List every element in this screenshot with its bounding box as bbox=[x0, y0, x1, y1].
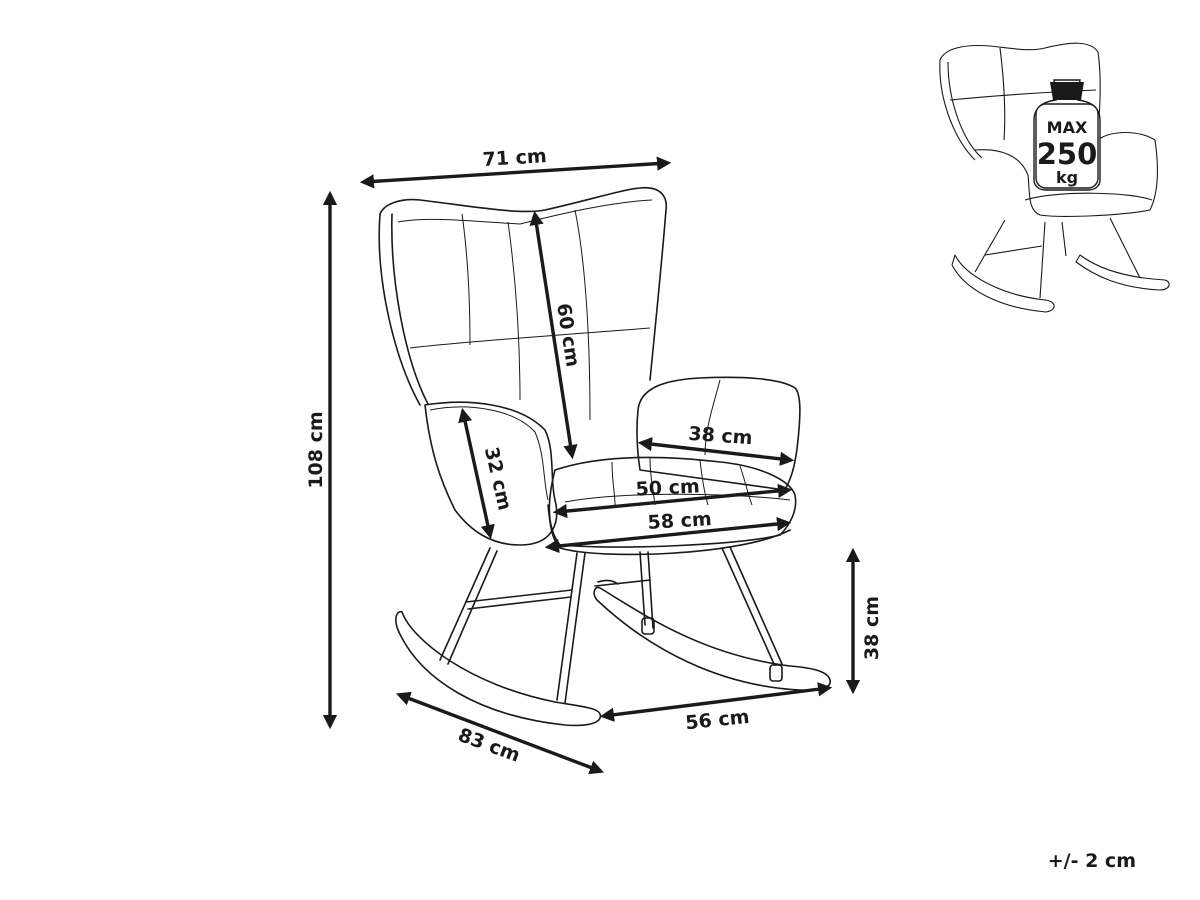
arrow-armrest-length bbox=[637, 437, 795, 466]
label-armrest-length: 38 cm bbox=[688, 423, 754, 449]
arrow-backrest-height bbox=[529, 210, 578, 460]
label-seat-depth: 58 cm bbox=[647, 508, 712, 534]
chair-right-arm bbox=[636, 376, 801, 491]
label-seat-width: 50 cm bbox=[635, 475, 700, 500]
right-rocker bbox=[593, 586, 831, 691]
arrow-seat-depth bbox=[544, 516, 792, 554]
arrow-total-width bbox=[359, 156, 672, 189]
weight-max-label: MAX bbox=[1047, 118, 1088, 137]
label-total-height: 108 cm bbox=[305, 411, 327, 488]
dimension-arrows bbox=[322, 156, 861, 775]
label-armrest-height: 32 cm bbox=[480, 445, 516, 512]
chair-back-inner bbox=[397, 199, 653, 225]
label-total-width: 71 cm bbox=[482, 145, 547, 171]
label-base-width: 56 cm bbox=[684, 706, 750, 735]
weight-value: 250 bbox=[1037, 137, 1098, 171]
weight-icon: MAX 250 kg bbox=[1033, 79, 1101, 191]
label-seat-height: 38 cm bbox=[861, 596, 883, 660]
arrow-total-depth bbox=[395, 691, 605, 775]
thumbnail-chair: MAX 250 kg bbox=[939, 42, 1170, 313]
arrow-armrest-height bbox=[458, 407, 495, 540]
tolerance-note: +/- 2 cm bbox=[1048, 850, 1136, 872]
weight-unit: kg bbox=[1056, 168, 1078, 187]
arrow-base-width bbox=[599, 682, 833, 722]
arrow-seat-width bbox=[552, 483, 793, 519]
chair-back-outer bbox=[379, 186, 668, 381]
